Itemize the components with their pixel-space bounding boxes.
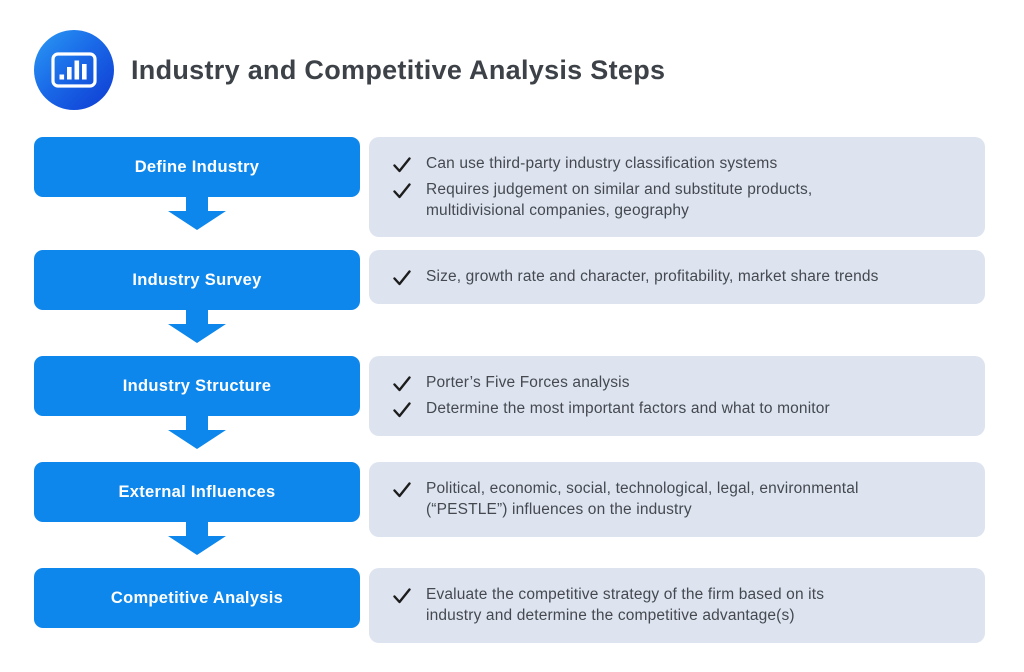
checkmark-icon — [393, 402, 411, 418]
bullet-point: Size, growth rate and character, profita… — [393, 267, 961, 288]
step-label: Industry Structure — [122, 376, 272, 395]
step-column: Industry Structure — [34, 356, 360, 450]
checkmark-icon — [393, 183, 411, 198]
step-details-panel: Can use third-party industry classificat… — [369, 137, 985, 238]
checkmark-icon — [393, 588, 411, 604]
bullet-point: Evaluate the competitive strategy of the… — [393, 585, 961, 627]
bullet-text: Determine the most important factors and… — [426, 400, 830, 418]
step-row-industry-survey: Industry Survey Size, growth rate and ch… — [34, 250, 985, 344]
bullet-text: Evaluate the competitive strategy of the… — [426, 586, 825, 625]
step-button-industry-survey: Industry Survey — [34, 250, 360, 311]
checkmark-icon — [393, 376, 411, 392]
checkmark-icon — [393, 270, 411, 286]
bullet-point: Porter’s Five Forces analysis — [393, 373, 961, 394]
bullet-point: Determine the most important factors and… — [393, 399, 961, 420]
page-title: Industry and Competitive Analysis Steps — [131, 54, 666, 85]
bullet-text: Can use third-party industry classificat… — [426, 155, 778, 172]
step-label: External Influences — [118, 482, 276, 501]
step-button-industry-structure: Industry Structure — [34, 356, 360, 417]
step-details-panel: Political, economic, social, technologic… — [369, 462, 985, 537]
step-button-define-industry: Define Industry — [34, 137, 360, 197]
bullet-point: Can use third-party industry classificat… — [393, 154, 961, 175]
arrow-down-icon — [168, 522, 226, 556]
step-label: Industry Survey — [132, 270, 262, 289]
header: Industry and Competitive Analysis Steps — [34, 30, 985, 110]
checkmark-icon — [393, 482, 411, 498]
step-button-competitive-analysis: Competitive Analysis — [34, 568, 360, 629]
step-details-panel: Porter’s Five Forces analysis Determine … — [369, 356, 985, 436]
step-row-define-industry: Define Industry Can use third-party indu… — [34, 137, 985, 238]
step-column: External Influences — [34, 462, 360, 556]
step-column: Industry Survey — [34, 250, 360, 344]
step-details-panel: Evaluate the competitive strategy of the… — [369, 568, 985, 643]
step-row-external-influences: External Influences Political, economic,… — [34, 462, 985, 556]
bullet-text: Political, economic, social, technologic… — [426, 480, 859, 519]
arrow-down-icon — [168, 310, 226, 344]
step-column: Competitive Analysis — [34, 568, 360, 629]
bullet-point: Political, economic, social, technologic… — [393, 479, 961, 521]
step-label: Define Industry — [134, 157, 260, 176]
bullet-point: Requires judgement on similar and substi… — [393, 180, 961, 222]
step-column: Define Industry — [34, 137, 360, 230]
arrow-down-icon — [168, 416, 226, 450]
bullet-text: Porter’s Five Forces analysis — [426, 374, 630, 392]
bullet-text: Requires judgement on similar and substi… — [426, 180, 813, 219]
bullet-text: Size, growth rate and character, profita… — [426, 268, 879, 286]
step-button-external-influences: External Influences — [34, 462, 360, 523]
arrow-down-icon — [168, 197, 226, 230]
step-row-competitive-analysis: Competitive Analysis Evaluate the compet… — [34, 568, 985, 643]
step-details-panel: Size, growth rate and character, profita… — [369, 250, 985, 305]
bar-chart-glyph — [51, 52, 97, 88]
step-row-industry-structure: Industry Structure Porter’s Five Forces … — [34, 356, 985, 450]
step-label: Competitive Analysis — [110, 588, 284, 607]
bar-chart-icon — [34, 30, 114, 110]
checkmark-icon — [393, 157, 411, 173]
